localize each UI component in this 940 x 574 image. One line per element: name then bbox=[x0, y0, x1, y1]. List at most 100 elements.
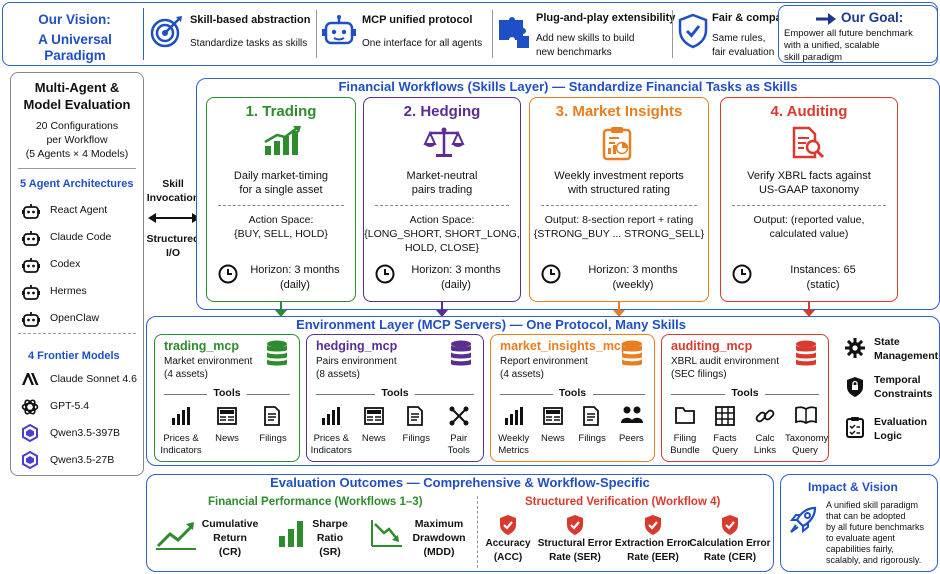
tool-label: Peers bbox=[618, 433, 644, 444]
eval-header: Evaluation Outcomes — Comprehensive & Wo… bbox=[270, 475, 650, 490]
action-space: {BUY, SELL, HOLD} bbox=[234, 228, 328, 240]
tool-label: Tools bbox=[447, 445, 470, 456]
balance-scale-icon bbox=[423, 126, 465, 158]
env-name: trading_mcp bbox=[164, 339, 240, 353]
tool-label: Query bbox=[792, 445, 818, 456]
feature-title: MCP unified protocol bbox=[362, 14, 473, 26]
shield-lock-icon bbox=[846, 376, 864, 398]
database-icon bbox=[450, 340, 472, 366]
eval-box bbox=[146, 474, 774, 572]
divider bbox=[316, 10, 317, 58]
skill-title: 4. Auditing bbox=[770, 103, 848, 120]
models-title: 4 Frontier Models bbox=[28, 350, 120, 362]
feature-desc: Add new skills to build bbox=[536, 33, 635, 44]
folder-icon bbox=[675, 406, 695, 424]
temporal-constraints-label: Temporal bbox=[874, 374, 921, 386]
agent-name: OpenClaw bbox=[50, 312, 100, 324]
database-icon bbox=[266, 340, 288, 366]
arrow-down-icon bbox=[436, 301, 448, 317]
pair-nodes-icon bbox=[449, 406, 469, 426]
skill-invocation-label: Skill bbox=[162, 178, 184, 190]
divider bbox=[732, 205, 886, 206]
model-name: GPT-5.4 bbox=[50, 400, 90, 412]
tool-label: Metrics bbox=[498, 445, 529, 456]
env-card[interactable] bbox=[306, 334, 484, 462]
state-management-label: State bbox=[874, 336, 900, 348]
divider bbox=[164, 394, 207, 395]
horizon-text: (static) bbox=[806, 279, 840, 291]
env-desc: Pairs environment bbox=[316, 356, 397, 367]
metric-label: (SR) bbox=[319, 546, 341, 558]
goal-title: Our Goal: bbox=[841, 10, 904, 25]
env-desc: (4 assets) bbox=[164, 369, 208, 380]
metric-label: Structural Error bbox=[537, 538, 613, 549]
skill-card[interactable] bbox=[720, 97, 898, 302]
tool-label: Prices & bbox=[313, 433, 349, 444]
document-icon bbox=[582, 406, 600, 426]
metric-label: Calculation Error bbox=[689, 538, 771, 549]
env-desc: Report environment bbox=[500, 356, 588, 367]
action-space: HOLD, CLOSE} bbox=[404, 242, 480, 254]
evaluation-logic-label: Evaluation bbox=[874, 416, 928, 428]
divider bbox=[592, 394, 645, 395]
metric-label: (CR) bbox=[218, 546, 242, 558]
metric-label: (ACC) bbox=[493, 552, 523, 563]
env-name: hedging_mcp bbox=[316, 339, 398, 353]
shield-check-icon bbox=[644, 514, 662, 536]
metric-label: Cumulative bbox=[201, 518, 259, 530]
newspaper-icon bbox=[217, 406, 237, 426]
skill-desc: for a single asset bbox=[239, 184, 323, 196]
newspaper-icon bbox=[542, 406, 563, 426]
divider bbox=[541, 205, 697, 206]
env-name: market_insights_mcp bbox=[500, 339, 629, 353]
tools-label: Tools bbox=[731, 387, 759, 399]
skill-invocation-label: Invocation bbox=[146, 192, 200, 204]
arrow-right-icon bbox=[816, 13, 836, 25]
tools-label: Tools bbox=[381, 387, 409, 399]
database-icon bbox=[795, 340, 817, 366]
tool-label: News bbox=[215, 433, 239, 444]
env-card[interactable] bbox=[490, 334, 655, 462]
divider bbox=[316, 394, 375, 395]
action-space: calculated value) bbox=[769, 228, 849, 240]
clock-icon bbox=[375, 264, 395, 284]
goal-text-line: with a unified, scalable bbox=[784, 40, 880, 51]
agents-title: 5 Agent Architectures bbox=[20, 178, 134, 190]
metric-label: (MDD) bbox=[423, 546, 455, 558]
grid-table-icon bbox=[715, 406, 735, 426]
env-header: Environment Layer (MCP Servers) — One Pr… bbox=[296, 317, 686, 332]
tool-label: Weekly bbox=[498, 433, 530, 444]
gear-icon bbox=[845, 338, 865, 358]
horizon-text: Horizon: 3 months bbox=[250, 264, 340, 276]
metric-label: Return bbox=[213, 532, 247, 544]
env-desc: Market environment bbox=[164, 356, 253, 367]
clipboard-report-icon bbox=[601, 126, 633, 161]
skill-title: 1. Trading bbox=[245, 103, 317, 120]
goal-text-line: skill paradigm bbox=[784, 52, 843, 63]
document-search-icon bbox=[791, 126, 825, 160]
impact-text: capabilities fairly, bbox=[826, 544, 894, 554]
trading-chart-icon bbox=[263, 126, 303, 156]
clock-icon bbox=[732, 264, 752, 284]
state-management-label: Management bbox=[874, 350, 939, 362]
skill-card[interactable] bbox=[206, 97, 356, 302]
tool-label: Query bbox=[712, 445, 738, 456]
robot-icon bbox=[22, 203, 40, 219]
horizon-text: (weekly) bbox=[612, 279, 654, 291]
temporal-constraints-label: Constraints bbox=[874, 388, 933, 400]
divider bbox=[18, 168, 136, 169]
action-space: {STRONG_BUY ... STRONG_SELL} bbox=[533, 228, 705, 240]
tool-label: Indicators bbox=[310, 445, 352, 456]
target-icon bbox=[150, 14, 184, 48]
structured-io-label: Structured bbox=[146, 233, 200, 245]
metric-label: Accuracy bbox=[485, 538, 531, 549]
tool-label: Links bbox=[753, 445, 777, 456]
action-space: {LONG_SHORT, SHORT_LONG, bbox=[364, 228, 520, 240]
arrow-down-icon bbox=[275, 301, 287, 317]
left-title-line2: Model Evaluation bbox=[23, 97, 131, 112]
skill-title: 2. Hedging bbox=[403, 103, 481, 120]
horizon-text: Instances: 65 bbox=[790, 264, 856, 276]
horizon-text: (daily) bbox=[441, 279, 471, 291]
action-space: Output: (reported value, bbox=[753, 214, 865, 226]
trend-up-icon bbox=[156, 520, 196, 550]
